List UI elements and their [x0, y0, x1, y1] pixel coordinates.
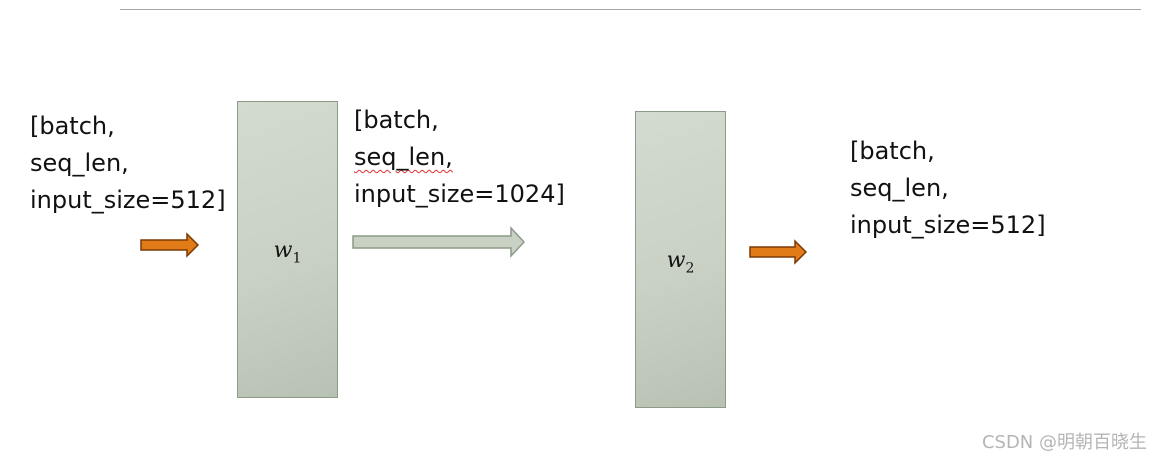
hidden-shape-line-3: input_size=1024] — [354, 180, 565, 208]
output-shape-line-2: seq_len, — [850, 174, 949, 202]
weight-block-1: w1 — [237, 101, 338, 398]
hidden-shape-line-2-text: seq_len, — [354, 143, 453, 171]
input-shape-line-2: seq_len, — [30, 149, 129, 177]
output-shape-line-1: [batch, — [850, 137, 935, 165]
watermark: CSDN @明朝百晓生 — [981, 432, 1147, 453]
hidden-arrow — [352, 226, 526, 258]
weight-2-subscript: 2 — [685, 260, 695, 277]
output-shape-line-3: input_size=512] — [850, 211, 1046, 239]
hidden-shape-line-1: [batch, — [354, 106, 439, 134]
hidden-shape-label: [batch, seq_len, input_size=1024] — [354, 102, 565, 213]
weight-2-label: w2 — [636, 248, 725, 276]
input-shape-line-1: [batch, — [30, 112, 115, 140]
input-shape-label: [batch, seq_len, input_size=512] — [30, 108, 226, 219]
weight-block-2: w2 — [635, 111, 726, 408]
output-shape-label: [batch, seq_len, input_size=512] — [850, 133, 1046, 244]
input-arrow — [140, 232, 200, 258]
weight-2-symbol: w — [666, 248, 686, 273]
weight-1-subscript: 1 — [292, 250, 302, 267]
hidden-shape-line-2: seq_len, — [354, 139, 565, 176]
top-divider-line — [120, 9, 1141, 10]
output-arrow — [749, 239, 808, 265]
input-shape-line-3: input_size=512] — [30, 186, 226, 214]
weight-1-symbol: w — [273, 238, 293, 263]
weight-1-label: w1 — [238, 238, 337, 266]
